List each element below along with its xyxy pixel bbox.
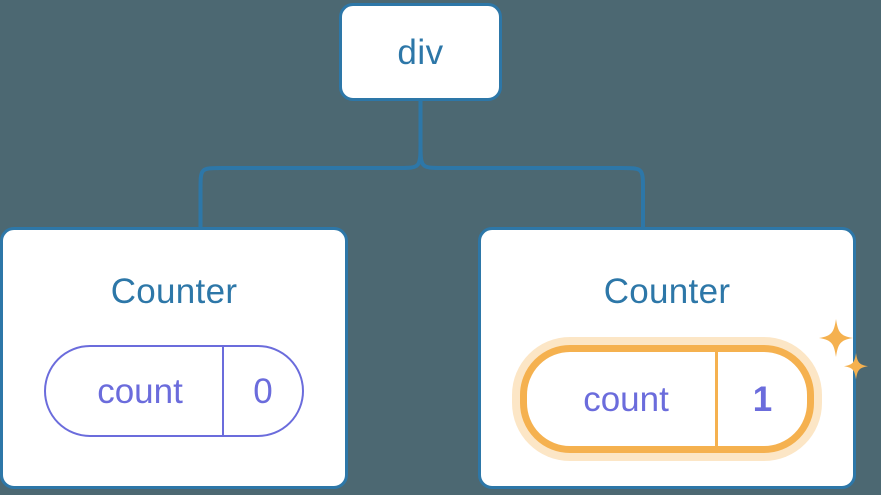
connector-branch-right xyxy=(418,141,645,227)
node-counter-left[interactable]: Counter count 0 xyxy=(0,227,348,489)
node-div-label: div xyxy=(397,32,444,72)
node-div[interactable]: div xyxy=(339,3,502,101)
sparkle-small-icon xyxy=(844,353,868,380)
state-pill-left[interactable]: count 0 xyxy=(44,345,304,437)
state-key-right: count xyxy=(583,379,669,419)
node-counter-right-label: Counter xyxy=(603,272,731,311)
state-pill-right-wrapper: count 1 xyxy=(520,319,868,453)
node-counter-right[interactable]: Counter count 1 xyxy=(478,227,868,489)
connector-branch-left xyxy=(198,141,423,227)
state-pill-right[interactable]: count 1 xyxy=(520,345,814,453)
state-pill-left-wrapper: count 0 xyxy=(44,345,304,437)
state-value-left: 0 xyxy=(222,347,302,435)
sparkle-large-icon xyxy=(819,319,853,357)
node-counter-left-label: Counter xyxy=(110,272,238,311)
state-key-left: count xyxy=(97,371,183,411)
state-value-right: 1 xyxy=(715,352,807,446)
sparkle-group xyxy=(819,319,868,380)
